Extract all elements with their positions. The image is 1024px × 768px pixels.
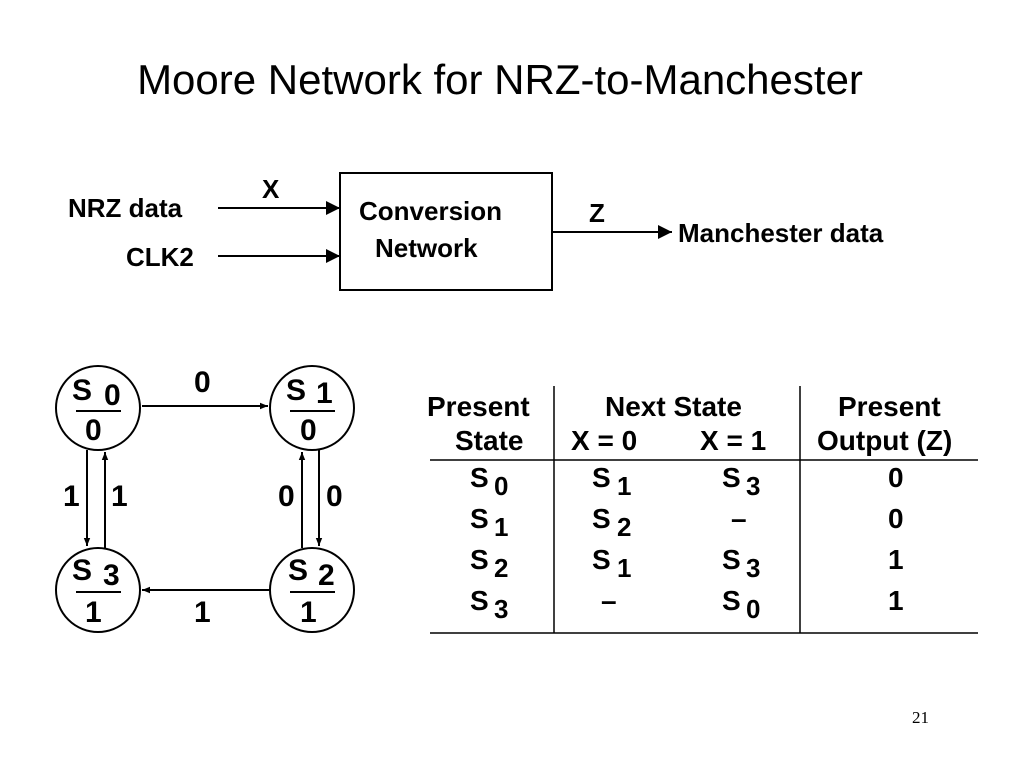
cell-x1-letter: S <box>722 585 741 616</box>
cell-x0-index: 1 <box>617 553 631 583</box>
cell-x1-letter: S <box>722 462 741 493</box>
state-s0-output: 0 <box>85 414 102 447</box>
state-s2-index: 2 <box>318 559 335 592</box>
cell-x1-index: 3 <box>746 553 760 583</box>
input-x-signal: X <box>262 174 280 204</box>
cell-present-index: 0 <box>494 471 508 501</box>
output-manchester-label: Manchester data <box>678 218 884 248</box>
state-s1-letter: S <box>286 374 306 407</box>
state-s0-index: 0 <box>104 379 121 412</box>
header-output-2: Output (Z) <box>817 425 952 456</box>
transition-s2-s1-label: 0 <box>278 480 295 513</box>
state-s2: S 2 1 <box>269 547 355 633</box>
cell-present-letter: S <box>470 503 489 534</box>
cell-x0-index: 2 <box>617 512 631 542</box>
cell-output: 1 <box>888 544 904 575</box>
state-s3-letter: S <box>72 554 92 587</box>
state-s3: S 3 1 <box>55 547 141 633</box>
header-present-state-1: Present <box>427 391 530 422</box>
cell-x1-index: 3 <box>746 471 760 501</box>
transition-s0-s1-label: 0 <box>194 366 211 399</box>
state-table: Present State Next State X = 0 X = 1 Pre… <box>427 386 978 634</box>
state-graph: S 0 0 S 1 0 S 3 1 S 2 1 <box>55 365 355 633</box>
cell-present-letter: S <box>470 544 489 575</box>
output-z-signal: Z <box>589 198 605 228</box>
state-s1: S 1 0 <box>269 365 355 451</box>
transition-s2-s3-label: 1 <box>194 596 211 629</box>
block-name-line1: Conversion <box>359 196 502 226</box>
transition-s1-s2-label: 0 <box>326 480 343 513</box>
cell-x1-letter: S <box>722 544 741 575</box>
cell-present-index: 2 <box>494 553 508 583</box>
cell-output: 0 <box>888 503 904 534</box>
state-s0-letter: S <box>72 374 92 407</box>
cell-x0-letter: S <box>592 503 611 534</box>
header-present-state-2: State <box>455 425 523 456</box>
cell-present-letter: S <box>470 462 489 493</box>
state-s2-output: 1 <box>300 596 317 629</box>
cell-x0-index: 1 <box>617 471 631 501</box>
cell-x0-letter: S <box>592 462 611 493</box>
block-name-line2: Network <box>375 233 478 263</box>
state-s3-index: 3 <box>103 559 120 592</box>
state-s1-output: 0 <box>300 414 317 447</box>
cell-present-letter: S <box>470 585 489 616</box>
cell-output: 1 <box>888 585 904 616</box>
transition-s0-s3-label: 1 <box>63 480 80 513</box>
header-x0: X = 0 <box>571 425 637 456</box>
input-clk2-label: CLK2 <box>126 242 194 272</box>
state-s3-output: 1 <box>85 596 102 629</box>
block-diagram: NRZ data X CLK2 Conversion Network Z Man… <box>68 172 884 291</box>
cell-present-index: 3 <box>494 594 508 624</box>
cell-output: 0 <box>888 462 904 493</box>
page-title: Moore Network for NRZ-to-Manchester <box>137 56 863 103</box>
page-number: 21 <box>912 708 929 727</box>
state-s2-letter: S <box>288 554 308 587</box>
transition-s3-s0-label: 1 <box>111 480 128 513</box>
state-s1-index: 1 <box>316 377 333 410</box>
input-nrz-label: NRZ data <box>68 193 183 223</box>
cell-x1-letter: – <box>731 503 747 534</box>
cell-x0-letter: S <box>592 544 611 575</box>
cell-x1-index: 0 <box>746 594 760 624</box>
state-s0: S 0 0 <box>55 365 141 451</box>
header-next-state: Next State <box>605 391 742 422</box>
cell-x0-letter: – <box>601 585 617 616</box>
cell-present-index: 1 <box>494 512 508 542</box>
header-x1: X = 1 <box>700 425 766 456</box>
header-output-1: Present <box>838 391 941 422</box>
conversion-network-box <box>339 172 553 291</box>
